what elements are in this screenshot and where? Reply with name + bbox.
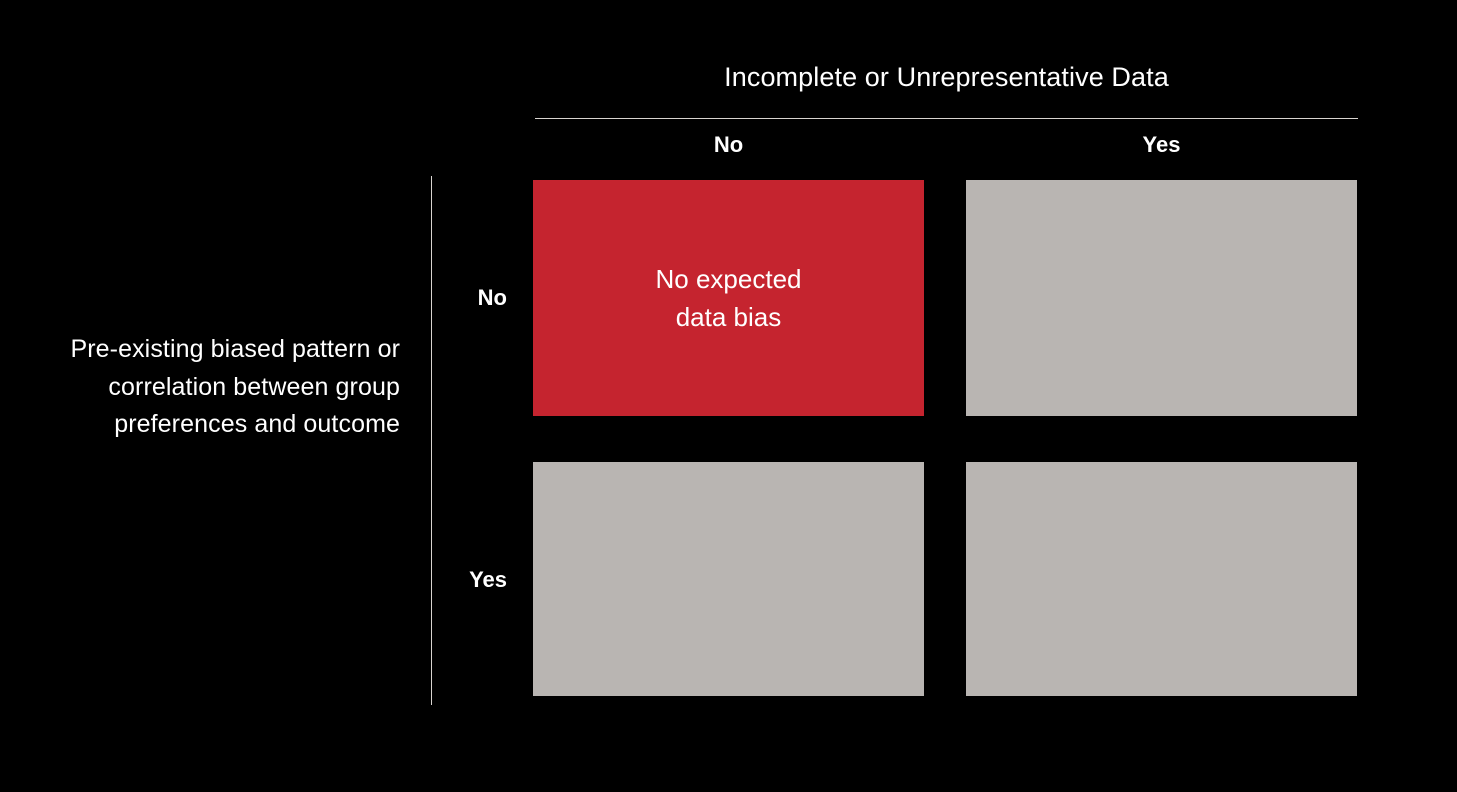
column-axis-title: Incomplete or Unrepresentative Data — [724, 62, 1169, 92]
column-axis-divider — [535, 118, 1358, 119]
row-header-no: No — [477, 285, 507, 310]
matrix-cell-yes-no[interactable] — [533, 462, 924, 696]
matrix-cell-label: No expected data bias — [655, 264, 802, 332]
row-axis-divider — [431, 176, 432, 705]
column-header-yes: Yes — [1142, 132, 1181, 157]
matrix-cell-no-no[interactable]: No expected data bias — [533, 180, 924, 416]
matrix-cell-yes-yes[interactable] — [966, 462, 1357, 696]
row-header-yes: Yes — [469, 567, 507, 592]
matrix-cell-no-yes[interactable] — [966, 180, 1357, 416]
row-axis-title: Pre-existing biased pattern or correlati… — [70, 335, 400, 438]
column-header-no: No — [713, 132, 744, 157]
